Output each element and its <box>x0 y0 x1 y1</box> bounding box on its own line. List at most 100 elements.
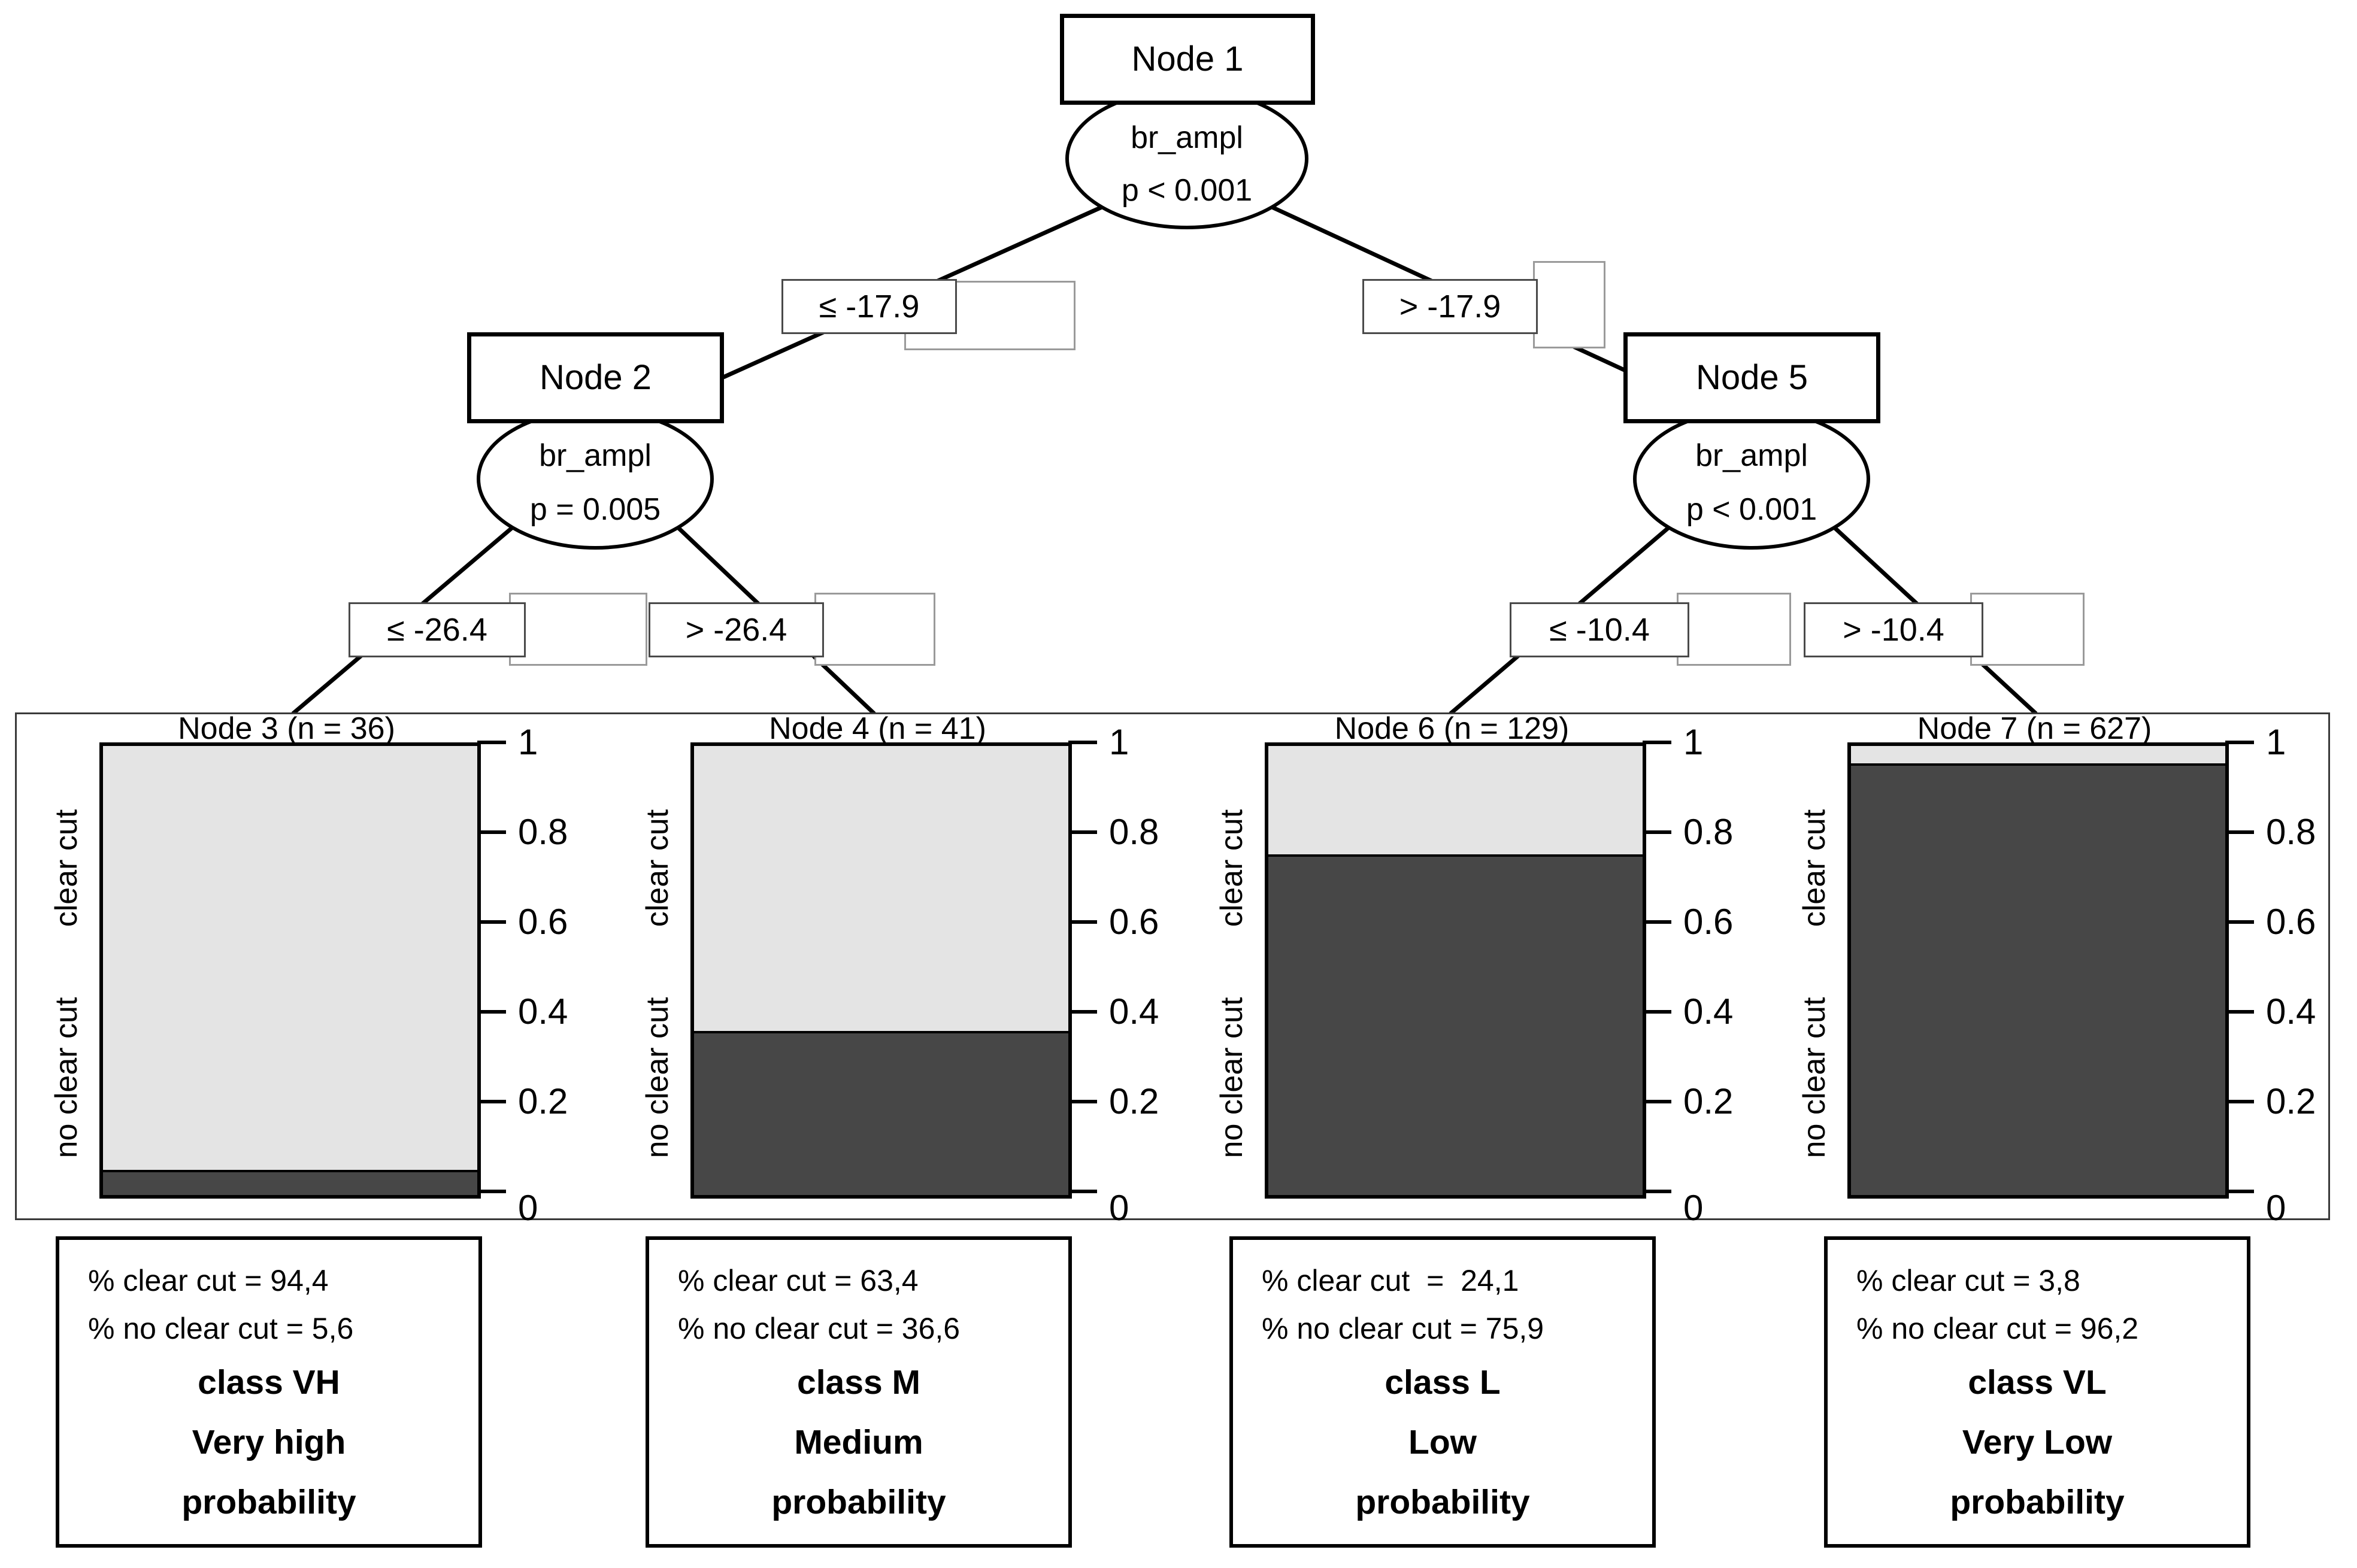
class-word: probability <box>181 1483 356 1521</box>
class-word: probability <box>771 1483 946 1521</box>
node2-variable: br_ampl <box>539 438 652 473</box>
class-name: Very Low <box>1962 1423 2113 1461</box>
pct-clear-cut: % clear cut = 3,8 <box>1856 1264 2080 1297</box>
y-tick-label: 0.6 <box>1109 902 1159 942</box>
pct-no-clear-cut: % no clear cut = 96,2 <box>1856 1312 2139 1345</box>
panel-title: Node 4 (n = 41) <box>769 711 986 746</box>
label-box-artifact <box>1677 593 1791 666</box>
node5-box: Node 5 <box>1623 332 1880 423</box>
y-tick-mark <box>2225 1100 2254 1103</box>
class-name: Low <box>1408 1423 1477 1461</box>
y-tick-mark <box>1643 741 1671 744</box>
edge-label-node2-left: ≤ -26.4 <box>349 602 526 657</box>
edge-label-node5-left: ≤ -10.4 <box>1510 602 1689 657</box>
class-name: Medium <box>794 1423 923 1461</box>
node2-box: Node 2 <box>467 332 724 423</box>
terminal-panel-node4: Node 4 (n = 41) clear cut no clear cut 1… <box>640 711 1283 1228</box>
y-tick-mark <box>477 741 506 744</box>
class-code: class L <box>1384 1363 1501 1402</box>
class-name: Very high <box>192 1423 346 1461</box>
y-tick-label: 1 <box>1683 722 1704 762</box>
y-tick-mark <box>2225 830 2254 834</box>
clear-cut-segment <box>1268 746 1643 854</box>
pct-clear-cut: % clear cut = 63,4 <box>678 1264 919 1297</box>
y-tick-label: 1 <box>1109 722 1129 762</box>
y-tick-mark <box>1643 1190 1671 1193</box>
y-category-label-no-clear-cut: no clear cut <box>640 997 675 1158</box>
stacked-bar <box>1847 742 2229 1199</box>
y-tick-mark <box>477 830 506 834</box>
pct-no-clear-cut: % no clear cut = 75,9 <box>1262 1312 1544 1345</box>
y-category-label-no-clear-cut: no clear cut <box>49 997 84 1158</box>
y-category-label-no-clear-cut: no clear cut <box>1214 997 1249 1158</box>
pct-clear-cut: % clear cut = 94,4 <box>88 1264 329 1297</box>
y-tick-mark <box>1643 830 1671 834</box>
y-tick-label: 0.6 <box>1683 902 1734 942</box>
y-tick-mark <box>1643 920 1671 924</box>
y-tick-mark <box>1643 1010 1671 1014</box>
edge-label-node1-left: ≤ -17.9 <box>781 279 957 334</box>
y-tick-label: 0.2 <box>1683 1081 1734 1121</box>
panel-title: Node 3 (n = 36) <box>178 711 395 746</box>
class-word: probability <box>1950 1483 2125 1521</box>
stacked-bar <box>690 742 1072 1199</box>
y-tick-label: 0.8 <box>518 812 568 852</box>
label-box-artifact <box>509 593 647 666</box>
y-tick-mark <box>1068 1100 1097 1103</box>
terminal-panel-node6: Node 6 (n = 129) clear cut no clear cut … <box>1214 711 1858 1228</box>
y-tick-mark <box>1068 830 1097 834</box>
y-tick-label: 0.8 <box>1683 812 1734 852</box>
y-tick-mark <box>2225 1190 2254 1193</box>
y-tick-mark <box>1068 1190 1097 1193</box>
y-tick-mark <box>2225 741 2254 744</box>
terminal-panel-node7: Node 7 (n = 627) clear cut no clear cut … <box>1797 711 2357 1228</box>
summary-box-node3: % clear cut = 94,4 % no clear cut = 5,6 … <box>56 1236 482 1548</box>
y-tick-mark <box>477 920 506 924</box>
edge-label-node2-right: > -26.4 <box>649 602 824 657</box>
label-box-artifact <box>1533 261 1605 348</box>
no-clear-cut-segment <box>1268 854 1643 1195</box>
pct-clear-cut: % clear cut = 24,1 <box>1262 1264 1519 1297</box>
y-tick-label: 0.6 <box>518 902 568 942</box>
summary-box-node6: % clear cut = 24,1 % no clear cut = 75,9… <box>1229 1236 1656 1548</box>
label-box-artifact <box>814 593 935 666</box>
y-tick-mark <box>477 1190 506 1193</box>
y-tick-label: 0 <box>1683 1188 1704 1228</box>
y-tick-mark <box>1068 741 1097 744</box>
y-tick-label: 0.6 <box>2266 902 2316 942</box>
y-axis: 1 0.8 0.6 0.4 0.2 0 <box>1639 712 1807 1228</box>
pct-no-clear-cut: % no clear cut = 5,6 <box>88 1312 354 1345</box>
class-code: class VH <box>198 1363 340 1402</box>
y-tick-label: 0.8 <box>2266 812 2316 852</box>
y-tick-label: 0.8 <box>1109 812 1159 852</box>
y-tick-label: 0.4 <box>1109 991 1159 1032</box>
no-clear-cut-segment <box>694 1030 1068 1195</box>
stacked-bar <box>1265 742 1646 1199</box>
y-tick-label: 0 <box>518 1188 538 1228</box>
y-tick-label: 0.4 <box>1683 991 1734 1032</box>
node1-variable: br_ampl <box>1131 120 1243 155</box>
y-tick-label: 0.4 <box>518 991 568 1032</box>
edge-label-node1-right: > -17.9 <box>1362 279 1538 334</box>
node1-pvalue: p < 0.001 <box>1121 173 1253 208</box>
panel-title: Node 6 (n = 129) <box>1334 711 1570 746</box>
y-tick-label: 0 <box>2266 1188 2286 1228</box>
y-tick-mark <box>477 1100 506 1103</box>
y-tick-mark <box>477 1010 506 1014</box>
no-clear-cut-segment <box>103 1170 477 1195</box>
node5-pvalue: p < 0.001 <box>1686 492 1817 527</box>
label-box-artifact <box>1970 593 2085 666</box>
node1-box: Node 1 <box>1060 14 1315 105</box>
class-word: probability <box>1355 1483 1530 1521</box>
stacked-bar <box>99 742 481 1199</box>
clear-cut-segment <box>1851 746 2225 763</box>
summary-box-node7: % clear cut = 3,8 % no clear cut = 96,2 … <box>1824 1236 2250 1548</box>
clear-cut-segment <box>694 746 1068 1031</box>
panel-title: Node 7 (n = 627) <box>1917 711 2152 746</box>
terminal-panel-node3: Node 3 (n = 36) clear cut no clear cut 1… <box>49 711 692 1228</box>
clear-cut-segment <box>103 746 477 1170</box>
y-tick-label: 0.2 <box>1109 1081 1159 1121</box>
